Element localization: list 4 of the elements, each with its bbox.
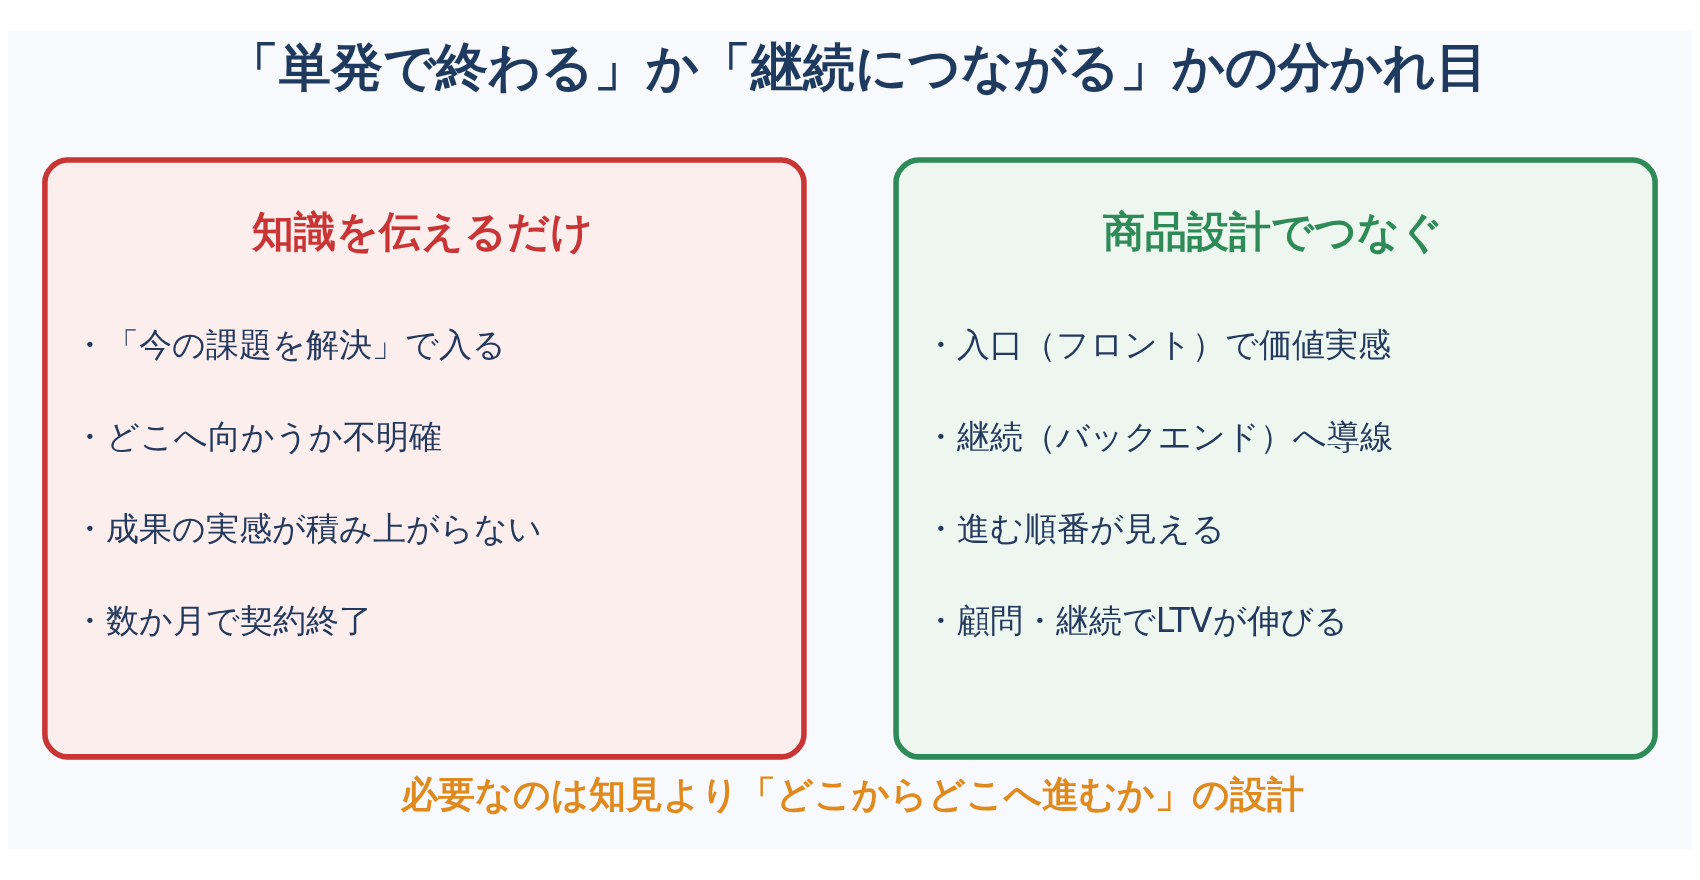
diagram-title: 「単発で終わる」か「継続につながる」かの分かれ目 xyxy=(227,37,1489,98)
node-box: 知識を伝えるだけ ・「今の課題を解決」で入る ・どこへ向かうか不明確 ・成果の実感が積み上がらない ・数か月で契約終了 xyxy=(42,157,807,760)
node-box: 商品設計でつなぐ ・入口（フロント）で価値実感 ・継続（バックエンド）へ導線 ・進む順番が見える ・顧問・継続でLTVが伸びる xyxy=(893,157,1658,760)
caption: 必要なのは知見より「どこからどこへ進むか」の設計 xyxy=(401,772,1305,816)
